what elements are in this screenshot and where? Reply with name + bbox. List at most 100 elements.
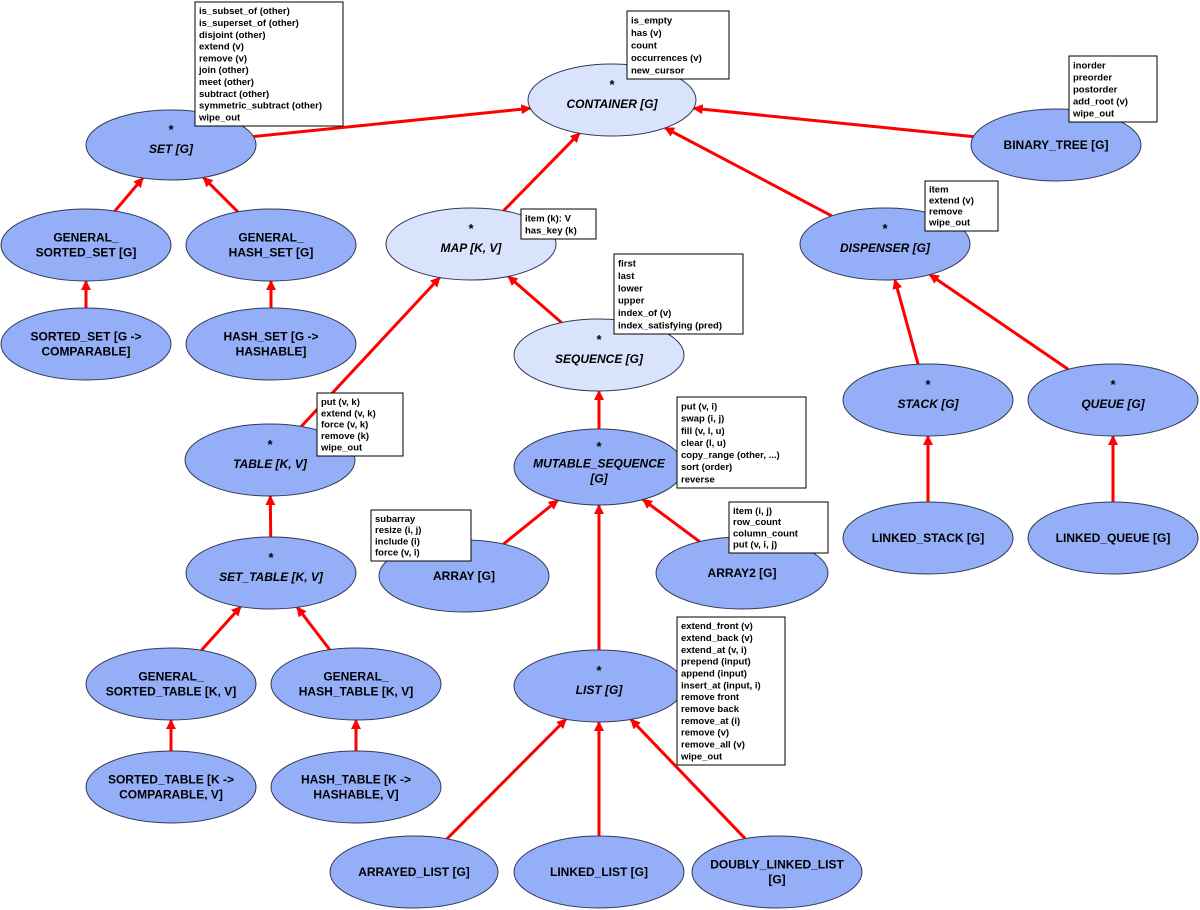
feature-item: has (v) [631,28,662,39]
class-node-general-hash-table[interactable]: GENERAL_HASH_TABLE [K, V] [270,647,442,721]
class-node-shape [185,208,357,282]
class-node-linked-stack[interactable]: LINKED_STACK [G] [842,501,1014,575]
class-node-label: DISPENSER [G] [840,241,931,255]
feature-item: wipe_out [680,751,723,762]
feature-item: swap (i, j) [681,414,724,425]
class-node-mutable-sequence[interactable]: *MUTABLE_SEQUENCE[G] [513,428,685,506]
feature-item: include (i) [375,536,420,547]
feature-item: remove front [681,692,740,703]
feature-item: inorder [1073,60,1106,71]
feature-item: remove (v) [199,53,247,64]
feature-item: item (k): V [525,213,572,224]
inheritance-arrow-general-sorted-table-to-set-table [200,605,242,652]
feature-item: extend_front (v) [681,621,753,632]
class-node-sequence[interactable]: *SEQUENCE [G] [513,318,685,392]
class-node-set[interactable]: *SET [G] [85,109,257,181]
class-node-label: HASHABLE] [236,345,307,359]
class-node-label: HASHABLE, V] [313,788,398,802]
inheritance-edges [81,104,1118,840]
feature-item: force (v, i) [375,548,420,559]
feature-item: has_key (k) [525,225,577,236]
feature-item: remove (k) [321,431,369,442]
deferred-marker: * [1110,377,1116,392]
class-node-hash-table[interactable]: HASH_TABLE [K ->HASHABLE, V] [270,750,442,824]
class-node-shape [842,363,1014,437]
feature-item: symmetric_subtract (other) [199,101,322,112]
class-node-label: GENERAL_ [323,670,389,684]
class-node-label: ARRAY2 [G] [708,566,777,580]
class-node-queue[interactable]: *QUEUE [G] [1027,363,1199,437]
feature-box-frame [728,501,829,554]
feature-box-frame [1068,55,1158,123]
feature-item: item [929,185,949,196]
class-node-sorted-table[interactable]: SORTED_TABLE [K ->COMPARABLE, V] [85,750,257,824]
class-node-label: GENERAL_ [138,670,204,684]
inheritance-arrow-binary-tree-to-container [692,104,974,139]
feature-item: force (v, k) [321,420,368,431]
feature-item: item (i, j) [733,506,772,517]
class-node-set-table[interactable]: *SET_TABLE [K, V] [185,536,357,610]
class-node-label: LINKED_QUEUE [G] [1056,531,1171,545]
feature-item: reverse [681,474,715,485]
class-node-label: MAP [K, V] [441,241,503,255]
list-features-box: extend_front (v)extend_back (v)extend_at… [676,616,786,766]
class-node-shape [85,647,257,721]
class-node-list[interactable]: *LIST [G] [513,649,685,723]
table-features-box: put (v, k)extend (v, k)force (v, k)remov… [316,392,404,457]
inheritance-arrow-doubly-linked-list-to-list [629,718,747,840]
class-node-shape [270,647,442,721]
class-node-label: LINKED_LIST [G] [550,865,648,879]
deferred-marker: * [596,663,602,678]
class-node-label: [G] [589,472,608,486]
class-node-label: BINARY_TREE [G] [1004,138,1109,152]
class-node-arrayed-list[interactable]: ARRAYED_LIST [G] [329,835,499,909]
class-node-label: [G] [768,873,785,887]
class-node-table[interactable]: *TABLE [K, V] [184,423,356,497]
class-node-array2[interactable]: ARRAY2 [G] [655,536,829,610]
inheritance-arrow-general-hash-set-to-set [202,176,239,213]
class-node-label: SORTED_TABLE [K -> [108,773,234,787]
class-node-label: COMPARABLE] [41,345,130,359]
class-node-general-sorted-table[interactable]: GENERAL_SORTED_TABLE [K, V] [85,647,257,721]
feature-boxes: is_subset_of (other)is_superset_of (othe… [194,1,1158,766]
class-node-hash-set[interactable]: HASH_SET [G ->HASHABLE] [185,307,357,381]
mutable-sequence-features-box: put (v, i)swap (i, j)fill (v, l, u)clear… [676,396,807,489]
feature-item: row_count [733,517,782,528]
feature-item: disjoint (other) [199,30,266,41]
class-node-label: CONTAINER [G] [566,97,658,111]
inheritance-arrow-array2-to-mutable-sequence [642,498,701,543]
class-node-label: HASH_TABLE [K -> [301,773,411,787]
class-node-sorted-set[interactable]: SORTED_SET [G ->COMPARABLE] [0,307,172,381]
feature-item: put (v, i, j) [733,540,777,551]
class-node-binary-tree[interactable]: BINARY_TREE [G] [970,108,1142,182]
deferred-marker: * [168,122,174,137]
feature-item: new_cursor [631,65,685,76]
feature-item: wipe_out [198,112,241,123]
class-node-stack[interactable]: *STACK [G] [842,363,1014,437]
class-node-label: SET_TABLE [K, V] [219,570,324,584]
feature-item: postorder [1073,84,1118,95]
feature-item: meet (other) [199,77,254,88]
class-node-general-sorted-set[interactable]: GENERAL_SORTED_SET [G] [0,208,172,282]
feature-box-frame [924,180,999,232]
class-node-linked-queue[interactable]: LINKED_QUEUE [G] [1027,501,1199,575]
feature-item: lower [618,283,643,294]
class-node-shape [185,536,357,610]
class-node-doubly-linked-list[interactable]: DOUBLY_LINKED_LIST[G] [691,835,863,909]
feature-item: wipe_out [1072,108,1115,119]
feature-item: subarray [375,514,416,525]
feature-item: subtract (other) [199,89,269,100]
class-node-linked-list[interactable]: LINKED_LIST [G] [513,835,685,909]
feature-item: is_subset_of (other) [199,6,290,17]
class-node-map[interactable]: *MAP [K, V] [385,207,557,281]
feature-item: index_satisfying (pred) [618,320,722,331]
feature-item: wipe_out [320,443,363,454]
class-node-container[interactable]: *CONTAINER [G] [527,63,697,137]
class-node-general-hash-set[interactable]: GENERAL_HASH_SET [G] [185,208,357,282]
feature-item: extend_at (v, i) [681,645,747,656]
